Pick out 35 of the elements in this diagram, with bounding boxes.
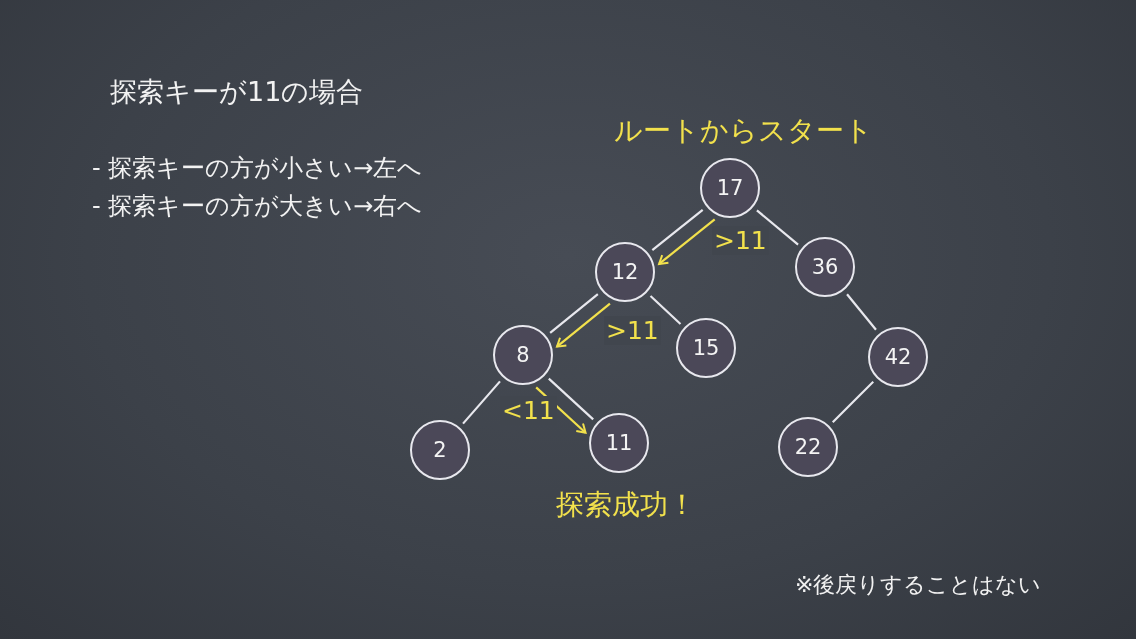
tree-node-circle — [595, 242, 655, 302]
tree-node-circle — [493, 325, 553, 385]
tree-node-circle — [778, 417, 838, 477]
node-value: 36 — [811, 255, 839, 279]
tree-node-circle — [700, 158, 760, 218]
note-text: ※後戻りすることはない — [795, 571, 1042, 599]
tree-line — [831, 380, 875, 424]
caption-text: 探索成功！ — [556, 487, 696, 523]
tree-line — [462, 380, 501, 425]
caption-text: ルートからスタート — [614, 113, 873, 149]
arrow — [556, 302, 611, 348]
tree-node-circle — [868, 327, 928, 387]
tree-line — [549, 293, 599, 334]
node-value: 8 — [516, 343, 530, 367]
node-value: 15 — [692, 336, 720, 360]
node-value: 2 — [433, 438, 447, 462]
edge-label: >11 — [604, 316, 661, 345]
rule-text: - 探索キーの方が大きい→右へ — [92, 191, 423, 222]
tree-node-circle — [410, 420, 470, 480]
tree-node-circle — [589, 413, 649, 473]
rule-text: - 探索キーの方が小さい→左へ — [92, 153, 423, 184]
title: 探索キーが11の場合 — [110, 75, 364, 109]
tree-line — [548, 377, 594, 421]
arrow — [658, 218, 716, 265]
tree-node-circle — [676, 318, 736, 378]
tree-node-circle — [795, 237, 855, 297]
node-value: 42 — [884, 345, 912, 369]
tree-line — [651, 209, 704, 251]
tree-line — [649, 295, 682, 325]
tree-line — [846, 293, 877, 331]
node-value: 22 — [794, 435, 822, 459]
node-value: 12 — [611, 260, 639, 284]
node-value: 11 — [605, 431, 633, 455]
tree-line — [756, 209, 799, 246]
node-value: 17 — [716, 176, 744, 200]
